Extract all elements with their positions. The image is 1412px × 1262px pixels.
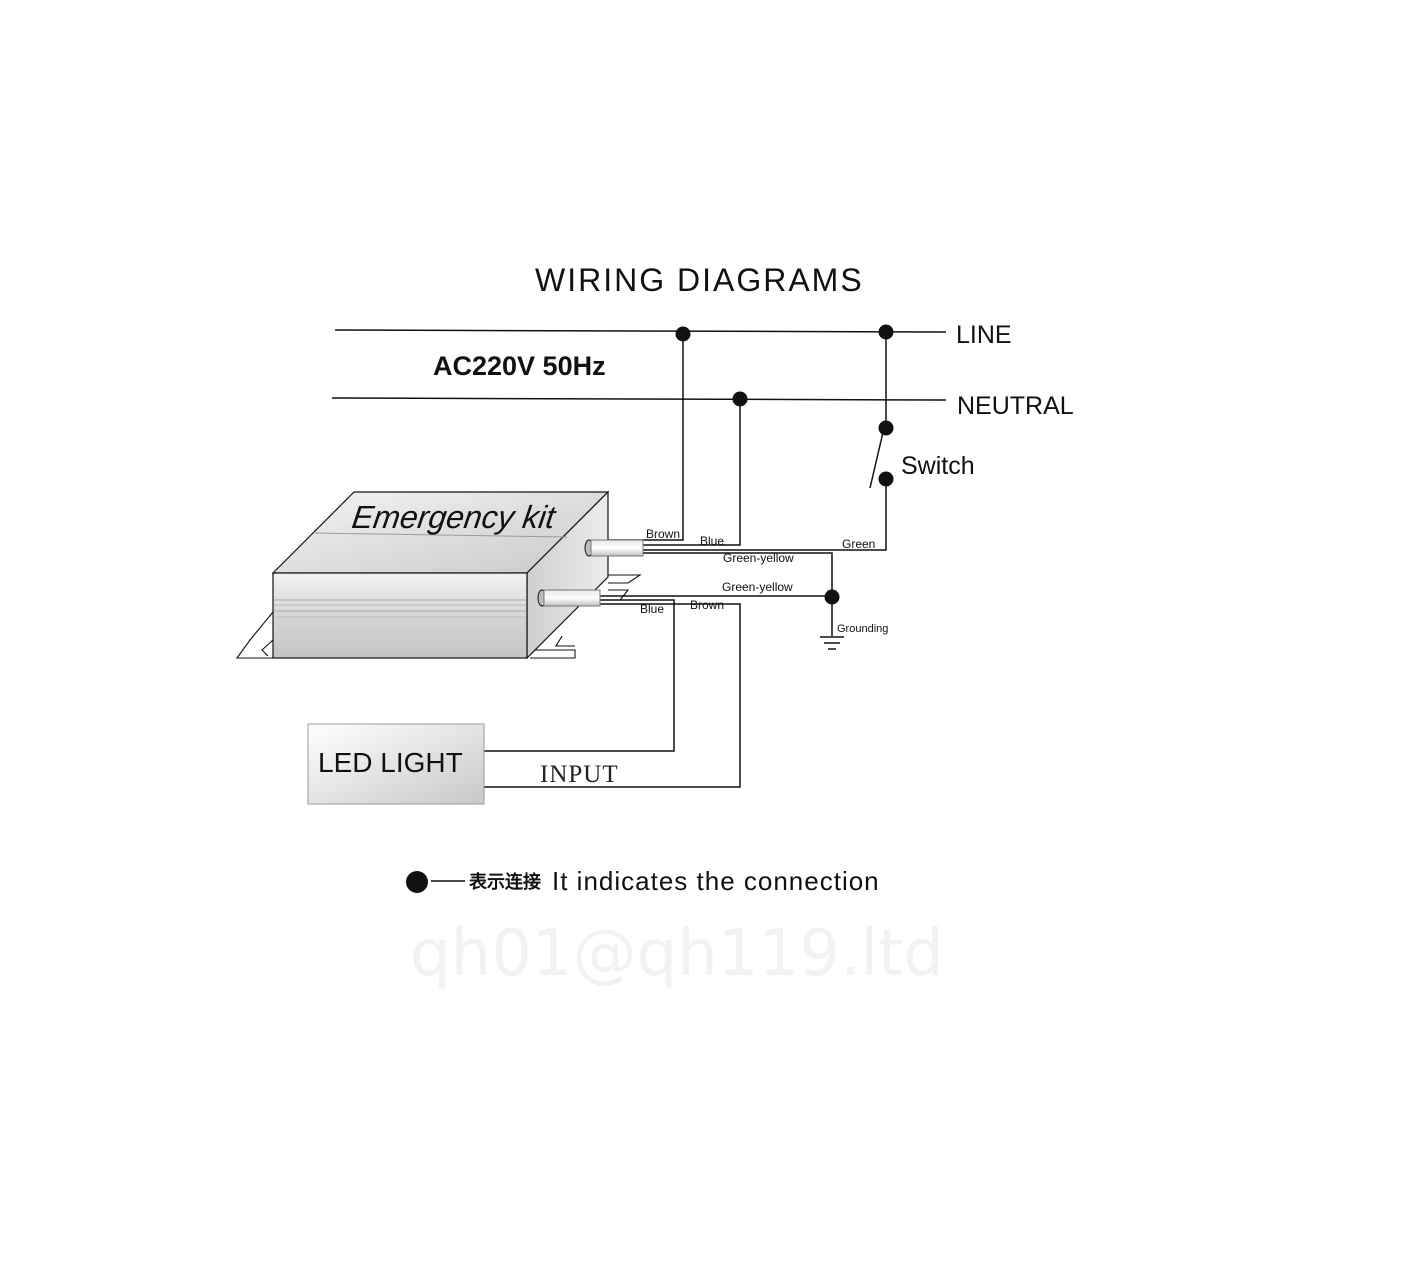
brown-wire-top <box>600 334 684 541</box>
kit-label: Emergency kit <box>350 499 560 535</box>
switch-label: Switch <box>901 452 975 480</box>
legend-dot-icon <box>406 871 428 893</box>
led-light-label: LED LIGHT <box>318 747 463 778</box>
supply-label: AC220V 50Hz <box>433 351 606 381</box>
line-label: LINE <box>956 321 1012 349</box>
line-wire <box>334 329 947 333</box>
neutral-wire <box>331 397 947 401</box>
led-light-box <box>307 723 485 805</box>
switch-contact-top <box>878 420 894 436</box>
emergency-kit-box <box>235 490 642 660</box>
blue-wire-bottom <box>484 599 675 752</box>
bottom-cable-gland <box>537 589 601 607</box>
wire-label-green-yellow-top: Green-yellow <box>723 551 794 565</box>
grounding-label: Grounding <box>837 623 888 635</box>
legend-text: It indicates the connection <box>552 866 880 896</box>
top-cable-gland <box>584 539 644 557</box>
ground-icon <box>820 636 844 650</box>
wire-label-brown-bottom: Brown <box>690 598 724 612</box>
watermark: qh01@qh119.ltd <box>410 917 944 991</box>
wire-label-green-yellow-bottom: Green-yellow <box>722 580 793 594</box>
wire-label-blue-top: Blue <box>700 534 724 548</box>
input-label: INPUT <box>540 761 619 788</box>
brown-wire-bottom <box>484 603 741 788</box>
neutral-label: NEUTRAL <box>957 392 1074 420</box>
diagram-title: WIRING DIAGRAMS <box>535 262 864 298</box>
switch-lever <box>869 427 885 489</box>
blue-wire-top <box>600 399 741 546</box>
legend-chinese: 表示连接 <box>469 871 541 892</box>
green-wire <box>600 479 887 551</box>
wire-label-green: Green <box>842 537 875 551</box>
green-yellow-wire-top <box>600 552 833 598</box>
wire-label-blue-bottom: Blue <box>640 602 664 616</box>
wire-label-brown-top: Brown <box>646 527 680 541</box>
